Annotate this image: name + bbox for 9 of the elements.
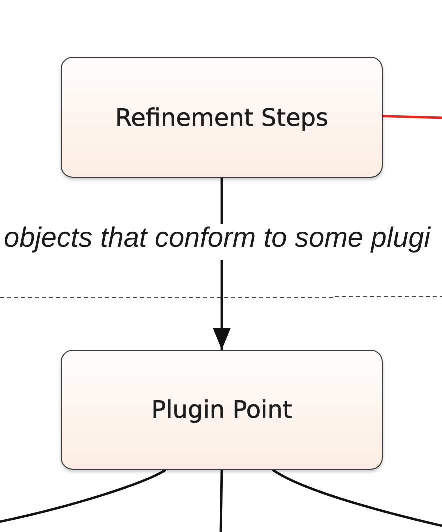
- process-box: [61, 350, 383, 470]
- connector-line: [272, 468, 442, 528]
- process-box: [61, 57, 383, 178]
- connector-line: [382, 115, 442, 120]
- node-label: Plugin Point: [152, 396, 292, 424]
- edge-label: objects that conform to some plugi: [4, 224, 430, 260]
- connector-line: [0, 468, 167, 524]
- node-label: Refinement Steps: [116, 104, 328, 132]
- connector-line: [220, 470, 224, 532]
